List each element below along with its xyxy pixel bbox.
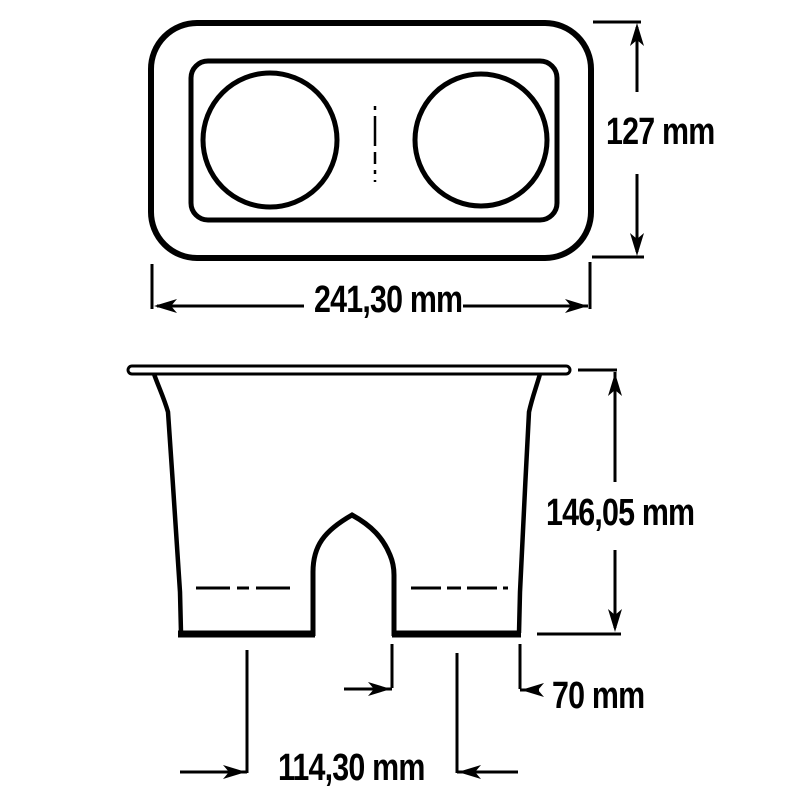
- dimension-label-top-view-width: 241,30 mm: [314, 279, 463, 321]
- top-view-inner-outline: [188, 58, 560, 223]
- top-view-drawing: [148, 20, 594, 261]
- arrow-down-icon: [608, 609, 622, 632]
- dimension-foot-spacing: [180, 650, 518, 779]
- side-view-right-wall: [516, 373, 543, 634]
- arrow-right-icon: [368, 682, 391, 696]
- dimension-top-view-height: [592, 20, 644, 259]
- side-view-rim: [126, 364, 572, 376]
- dimension-label-foot-spacing: 114,30 mm: [278, 747, 425, 789]
- side-view-drawing: [126, 364, 572, 638]
- arrow-up-icon: [630, 23, 644, 46]
- dimension-label-side-view-height: 146,05 mm: [546, 492, 695, 534]
- side-view-center-arch: [310, 512, 397, 636]
- top-view-outer-outline: [148, 20, 594, 261]
- dimension-top-view-width: [150, 262, 592, 313]
- arrow-right-icon: [565, 299, 588, 313]
- arrow-up-icon: [608, 373, 622, 396]
- arrow-left-icon: [154, 299, 177, 313]
- side-view-left-wall: [151, 373, 184, 634]
- top-view-right-hole: [412, 71, 550, 209]
- dimension-label-foot-width: 70 mm: [552, 675, 645, 717]
- dimension-side-view-height: [537, 368, 622, 636]
- top-view-left-hole: [200, 70, 340, 210]
- arrow-down-icon: [630, 233, 644, 256]
- dimension-foot-width: [344, 644, 544, 697]
- arrow-left-icon: [521, 683, 544, 697]
- dimension-label-top-view-height: 127 mm: [606, 111, 715, 153]
- arrow-right-icon: [223, 765, 246, 779]
- arrow-left-icon: [458, 765, 481, 779]
